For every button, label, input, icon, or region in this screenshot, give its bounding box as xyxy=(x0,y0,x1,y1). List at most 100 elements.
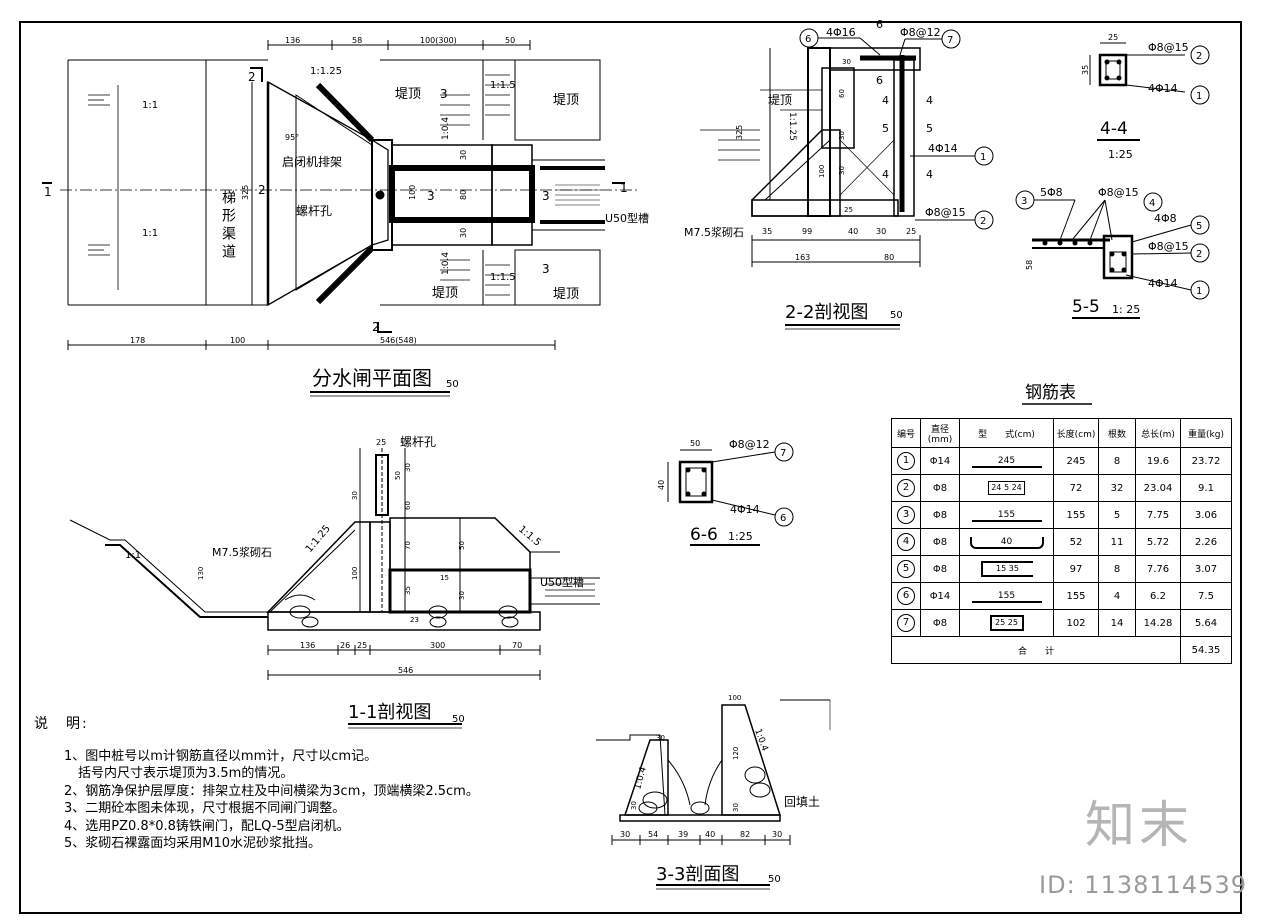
plan-dike-label-2: 堤顶 xyxy=(553,93,579,108)
notes-heading: 说 明: xyxy=(34,716,89,732)
plan-sec-2-bottom: 2 xyxy=(372,320,380,334)
col-dia: 直径(mm) xyxy=(920,418,960,448)
sec22-dim-i1: 30 xyxy=(842,58,851,66)
sec11-masonry: M7.5浆砌石 xyxy=(212,545,272,559)
section-2-2 xyxy=(700,47,921,330)
sec11-dim-b4: 300 xyxy=(430,641,445,650)
sec33-dim-v1: 30 xyxy=(656,734,665,742)
sec22-slope: 1:1.25 xyxy=(787,112,797,141)
section-6-6 xyxy=(667,442,794,546)
plan-labels: 136 58 100(300) 50 178 100 546(548) 325 … xyxy=(44,36,649,390)
image-id: ID: 1138114539 xyxy=(1039,871,1247,899)
sec66-rebar-b: 4Φ14 xyxy=(730,503,760,516)
note-line: 3、二期砼本图未体现，尺寸根据不同闸门调整。 xyxy=(64,801,346,816)
section-5-5 xyxy=(1015,190,1210,319)
table-row: 1 Φ14 245 245 8 19.6 23.72 xyxy=(891,447,1232,475)
row-cnt: 8 xyxy=(1098,555,1136,583)
row-dia: Φ8 xyxy=(920,528,960,556)
sum-label: 合 计 xyxy=(891,636,1181,664)
plan-dim-top-1: 136 xyxy=(285,36,300,45)
sec22-dim-i2: 60 xyxy=(838,89,846,98)
table-row: 2 Φ8 24 5 24 72 32 23.04 9.1 xyxy=(891,474,1232,502)
row-total: 14.28 xyxy=(1135,609,1181,637)
sec33-title: 3-3剖面图 xyxy=(656,864,739,885)
sec11-dim-b3: 25 xyxy=(357,641,367,650)
sec33-dim-b3: 39 xyxy=(678,830,688,839)
row-len: 52 xyxy=(1053,528,1099,556)
sec44-rebar-b: 4Φ14 xyxy=(1148,82,1178,95)
row-shape: 245 xyxy=(959,447,1054,475)
row-no: 1 xyxy=(897,452,915,470)
row-shape: 155 xyxy=(959,501,1054,529)
sec11-dim-b1: 136 xyxy=(300,641,315,650)
shape-label: 155 xyxy=(971,591,1042,603)
sec11-dim-v6: 30 xyxy=(458,591,466,600)
shape-label: 40 xyxy=(969,536,1044,549)
sec22-scale: 50 xyxy=(890,310,903,321)
plan-sec-3-a: 3 xyxy=(440,87,448,101)
sec22-sec5a: 5 xyxy=(882,122,889,135)
plan-slope-04a: 1:0.4 xyxy=(441,117,451,140)
plan-dim-top-2: 58 xyxy=(352,36,362,45)
row-shape: 155 xyxy=(959,582,1054,610)
row-total: 19.6 xyxy=(1135,447,1181,475)
sec55-scale: 1: 25 xyxy=(1112,303,1140,316)
row-no: 7 xyxy=(897,614,915,632)
section-5-5-labels: 3 4 5 2 1 5Φ8 Φ8@15 4Φ8 Φ8@15 4Φ14 58 5-… xyxy=(1021,186,1202,317)
sec11-dim-top: 25 xyxy=(376,438,386,447)
sec55-dim-h: 58 xyxy=(1025,260,1034,270)
sec44-dim-w: 25 xyxy=(1108,33,1118,42)
sec11-screw: 螺杆孔 xyxy=(400,435,436,449)
table-row: 4 Φ8 40 52 11 5.72 2.26 xyxy=(891,528,1232,556)
sec55-rebar-c: 4Φ8 xyxy=(1154,212,1177,225)
sec22-n1: 1 xyxy=(980,152,986,163)
sec22-masonry: M7.5浆砌石 xyxy=(684,225,744,239)
sec22-dim-left: 325 xyxy=(735,125,744,140)
sec22-dim-i3: 100 xyxy=(818,165,826,178)
plan-dim-width: 325 xyxy=(241,185,250,200)
sec44-n-b: 1 xyxy=(1196,91,1202,102)
row-len: 97 xyxy=(1053,555,1099,583)
plan-sec-3-c: 3 xyxy=(542,189,550,203)
sec11-dim-v1: 30 xyxy=(351,491,359,500)
shape-label: 245 xyxy=(971,456,1042,468)
sec11-dim-b5: 70 xyxy=(512,641,522,650)
sec22-sec4b: 4 xyxy=(926,94,933,107)
col-cnt: 根数 xyxy=(1098,418,1136,448)
sec11-slope-a: 1:1 xyxy=(125,550,141,561)
plan-dim-top-4: 50 xyxy=(505,36,515,45)
sec33-dim-b5: 82 xyxy=(740,830,750,839)
row-dia: Φ8 xyxy=(920,609,960,637)
section-2-2-labels: 6 7 1 2 4Φ16 Φ8@12 4Φ14 Φ8@15 堤顶 M7.5浆砌石… xyxy=(684,18,986,323)
sec22-dim-b4: 30 xyxy=(876,227,886,236)
shape-label: 155 xyxy=(971,510,1042,522)
sec11-dim-v11: 100 xyxy=(351,567,359,580)
sec55-rebar-b: Φ8@15 xyxy=(1098,186,1139,199)
row-shape: 24 5 24 xyxy=(959,474,1054,502)
sec22-dim-i6: 25 xyxy=(844,206,853,214)
sec55-rebar-a: 5Φ8 xyxy=(1040,186,1063,199)
row-no: 2 xyxy=(897,479,915,497)
plan-sec-1-right: 1 xyxy=(620,181,628,195)
col-total: 总长(m) xyxy=(1135,418,1181,448)
plan-sec-2-mid: 2 xyxy=(258,183,266,197)
sec33-dim-v3: 120 xyxy=(732,747,740,760)
row-cnt: 8 xyxy=(1098,447,1136,475)
sec11-dim-v7: 15 xyxy=(440,574,449,582)
table-row: 6 Φ14 155 155 4 6.2 7.5 xyxy=(891,582,1232,610)
table-row: 5 Φ8 15 35 97 8 7.76 3.07 xyxy=(891,555,1232,583)
plan-dim-inner2: 80 xyxy=(459,190,468,200)
plan-dim-side1: 30 xyxy=(459,150,468,160)
sec11-scale: 50 xyxy=(452,714,465,725)
sec22-rebar-top-a: 4Φ16 xyxy=(826,26,856,39)
sec22-rebar-bottom: Φ8@15 xyxy=(925,206,966,219)
plan-dim-bottom-2: 100 xyxy=(230,336,245,345)
sec33-dim-b4: 40 xyxy=(705,830,715,839)
brand-logo: 知末 xyxy=(1085,796,1193,854)
plan-slope-11a: 1:1 xyxy=(142,100,158,111)
sheet-border xyxy=(19,21,1242,914)
sec55-rebar-e: 4Φ14 xyxy=(1148,277,1178,290)
row-shape: 25 25 xyxy=(959,609,1054,637)
plan-dim-bottom-3: 546(548) xyxy=(380,336,417,345)
row-total: 5.72 xyxy=(1135,528,1181,556)
